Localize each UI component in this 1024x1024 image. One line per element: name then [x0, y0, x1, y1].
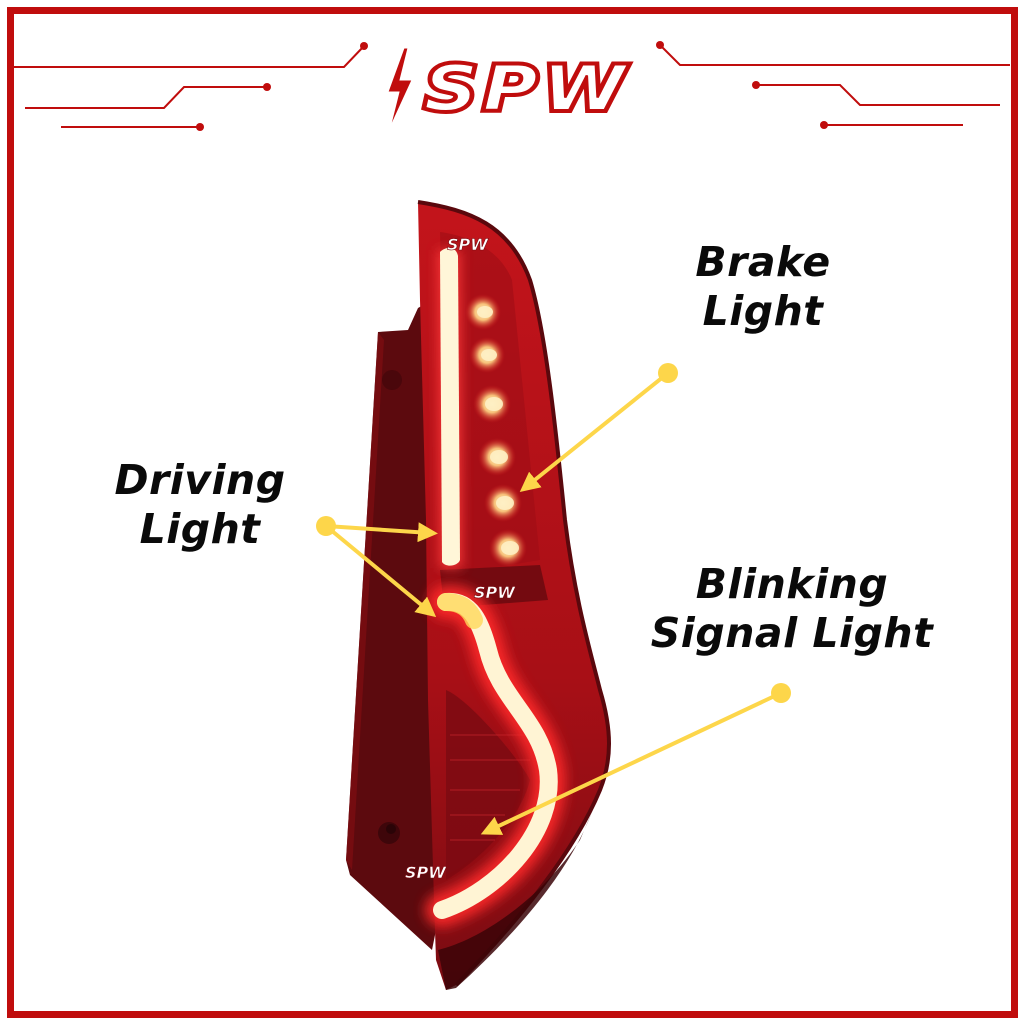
circuit-dots-left	[196, 42, 368, 131]
mounting-hole-top	[382, 370, 402, 390]
logo-text: SPW	[424, 52, 630, 125]
driving-light-bar	[440, 247, 460, 566]
brake-light-label: Brake Light	[668, 238, 858, 336]
driving-callout-dot	[316, 516, 336, 536]
brake-label-line1: Brake	[695, 238, 831, 286]
logo-text-inline: SPW	[424, 52, 630, 125]
driving-arrow-lower	[324, 524, 437, 618]
callout-arrows	[324, 371, 783, 835]
circuit-lines-left	[14, 45, 365, 128]
brake-callout-dot	[658, 363, 678, 383]
watermark-top: SPW	[447, 235, 489, 254]
brake-led-cluster	[465, 294, 527, 567]
signal-label-line2: Signal Light	[650, 609, 934, 658]
watermark-middle: SPW	[474, 583, 516, 602]
circuit-dots-right	[656, 41, 828, 129]
mounting-flange	[346, 300, 436, 950]
lightning-bolt-icon	[387, 47, 413, 129]
watermark-bottom: SPW	[405, 863, 447, 882]
brake-arrow	[519, 371, 670, 493]
driving-label-line1: Driving	[114, 456, 286, 504]
driving-label-line2: Light	[139, 505, 261, 554]
driving-light-label: Driving Light	[90, 456, 310, 554]
circuit-lines-right	[659, 44, 1010, 126]
signal-arrow	[480, 691, 783, 835]
brake-label-line2: Light	[702, 287, 824, 336]
driving-arrow-upper	[324, 522, 438, 543]
signal-light-label: Blinking Signal Light	[622, 560, 962, 658]
callout-dots	[316, 363, 791, 703]
signal-label-line1: Blinking	[695, 560, 889, 608]
brand-logo: SPW SPW	[387, 47, 630, 129]
tail-light-product: SPW SPW SPW	[346, 200, 611, 990]
signal-callout-dot	[771, 683, 791, 703]
